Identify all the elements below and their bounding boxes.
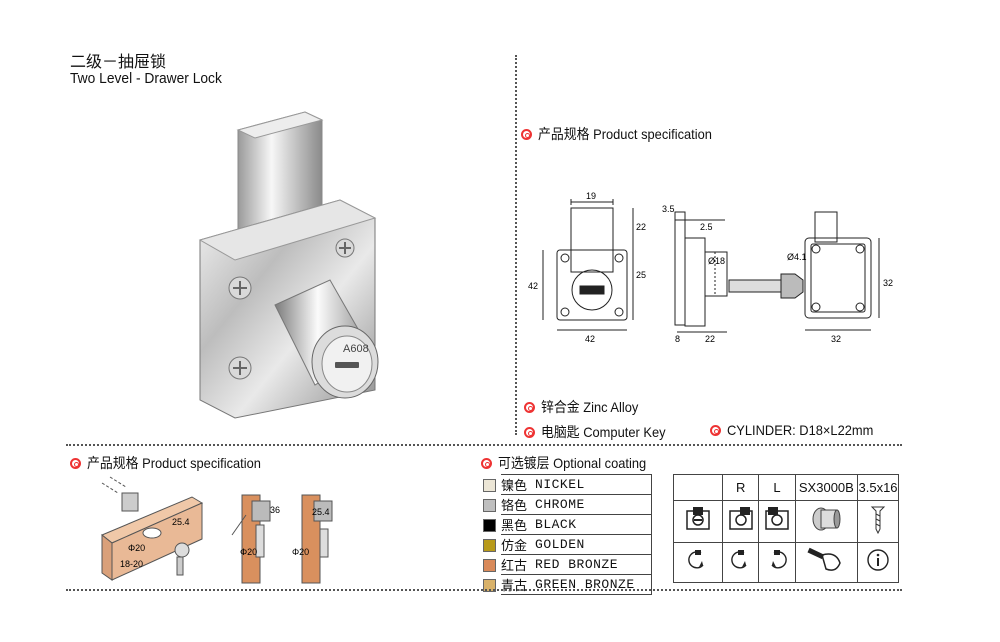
svg-text:8: 8 (675, 334, 680, 344)
key-line: 电脑匙 Computer Key (524, 422, 676, 442)
options-header-sx3000b: SX3000B (794, 474, 859, 501)
svg-text:25.4: 25.4 (312, 507, 330, 517)
color-swatch (483, 519, 496, 533)
svg-text:42: 42 (585, 334, 595, 344)
product-photo: A608 (198, 111, 379, 419)
svg-text:22: 22 (705, 334, 715, 344)
svg-text:2.5: 2.5 (700, 222, 713, 232)
svg-text:32: 32 (883, 278, 893, 288)
coating-row: 铬色 CHROME (481, 494, 653, 515)
svg-text:36: 36 (270, 505, 280, 515)
technical-drawing: 19 22 25 42 42 3.5 2.5 Ø18 8 22 Ø4.1 32 … (528, 191, 893, 344)
svg-text:Φ20: Φ20 (292, 547, 309, 557)
color-swatch (483, 579, 496, 593)
key-marking: A608 (343, 343, 369, 355)
coating-row: 仿金 GOLDEN (481, 534, 653, 555)
lock-left-icon (758, 500, 796, 543)
svg-text:Ø4.1: Ø4.1 (787, 252, 807, 262)
bullet-ring-icon (70, 457, 81, 469)
lock-right-icon (722, 500, 760, 543)
coating-row: 黑色 BLACK (481, 514, 653, 535)
title-chinese: 二级－抽屉锁 (70, 52, 167, 71)
coating-table: 镍色 NICKEL 铬色 CHROME 黑色 BLACK 仿金 GOLDEN 红… (481, 474, 653, 595)
color-swatch (483, 539, 496, 553)
svg-text:32: 32 (831, 334, 841, 344)
bullet-ring-icon (524, 426, 535, 438)
options-header-r: R (722, 474, 760, 501)
svg-text:25.4: 25.4 (172, 517, 190, 527)
vertical-divider (515, 55, 517, 435)
cylinder-sx3000b-icon (794, 500, 859, 543)
material-line: 锌合金 Zinc Alloy (524, 397, 647, 417)
spec-heading-top: 产品规格 Product specification (521, 124, 727, 144)
options-header-blank (672, 474, 724, 501)
info-icon (857, 542, 899, 583)
svg-text:Φ20: Φ20 (128, 543, 145, 553)
svg-text:Φ20: Φ20 (240, 547, 257, 557)
horizontal-divider-top (66, 444, 902, 446)
svg-text:19: 19 (586, 191, 596, 201)
rotation-left-icon (758, 542, 796, 583)
cylinder-line: CYLINDER: D18×L22mm (710, 422, 886, 438)
bullet-ring-icon (481, 457, 492, 469)
color-swatch (483, 499, 496, 513)
coating-row: 红古 RED BRONZE (481, 554, 653, 575)
svg-text:42: 42 (528, 281, 538, 291)
lock-symmetric-icon (672, 500, 724, 543)
bullet-ring-icon (521, 128, 532, 140)
title-english: Two Level - Drawer Lock (70, 70, 222, 87)
color-swatch (483, 479, 496, 493)
svg-text:22: 22 (636, 222, 646, 232)
coating-row: 青古 GREEN BRONZE (481, 574, 653, 595)
svg-text:Ø18: Ø18 (708, 256, 725, 266)
svg-text:25: 25 (636, 270, 646, 280)
bullet-ring-icon (710, 424, 721, 436)
svg-text:3.5: 3.5 (662, 204, 675, 214)
screw-icon (857, 500, 899, 543)
installation-drawing: 25.4 Φ20 18-20 36 Φ20 25.4 Φ20 (101, 476, 333, 584)
rotation-icon (672, 542, 724, 583)
rotation-right-icon (722, 542, 760, 583)
horizontal-divider-bottom (66, 589, 902, 591)
key-icon (794, 542, 859, 583)
options-table: R L SX3000B 3.5x16 (672, 474, 899, 583)
color-swatch (483, 559, 496, 573)
options-header-l: L (758, 474, 796, 501)
spec-heading-bottom: 产品规格 Product specification (70, 453, 276, 473)
svg-text:18-20: 18-20 (120, 559, 143, 569)
options-header-screw: 3.5x16 (857, 474, 899, 501)
bullet-ring-icon (524, 401, 535, 413)
coating-heading: 可选镀层 Optional coating (481, 453, 659, 473)
coating-row: 镍色 NICKEL (481, 474, 653, 495)
